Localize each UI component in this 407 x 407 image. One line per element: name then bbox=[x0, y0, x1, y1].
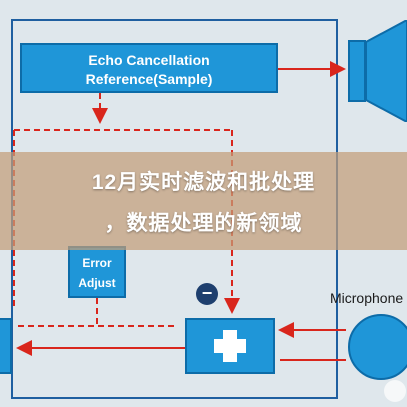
echo-cancellation-block: Echo Cancellation Reference(Sample) bbox=[20, 43, 278, 93]
echo-block-line2: Reference(Sample) bbox=[85, 71, 213, 87]
error-adjust-block: Error Adjust bbox=[68, 246, 126, 298]
speaker-icon bbox=[348, 40, 366, 102]
microphone-icon bbox=[348, 314, 407, 380]
headline-line-2: ，数据处理的新领域 bbox=[104, 212, 303, 235]
title-banner bbox=[0, 152, 407, 250]
minus-sign: − bbox=[196, 283, 218, 305]
error-block-line2: Adjust bbox=[78, 276, 116, 290]
plus-icon bbox=[214, 330, 246, 362]
output-block bbox=[0, 318, 12, 374]
microphone-label: Microphone bbox=[330, 290, 404, 306]
headline-line-1: 12月实时滤波和批处理 bbox=[91, 171, 316, 194]
watermark-logo-icon bbox=[384, 380, 406, 402]
error-block-line1: Error bbox=[82, 256, 112, 270]
adder-block bbox=[185, 318, 275, 374]
echo-block-line1: Echo Cancellation bbox=[88, 52, 210, 68]
speaker-cone-icon bbox=[366, 20, 407, 122]
